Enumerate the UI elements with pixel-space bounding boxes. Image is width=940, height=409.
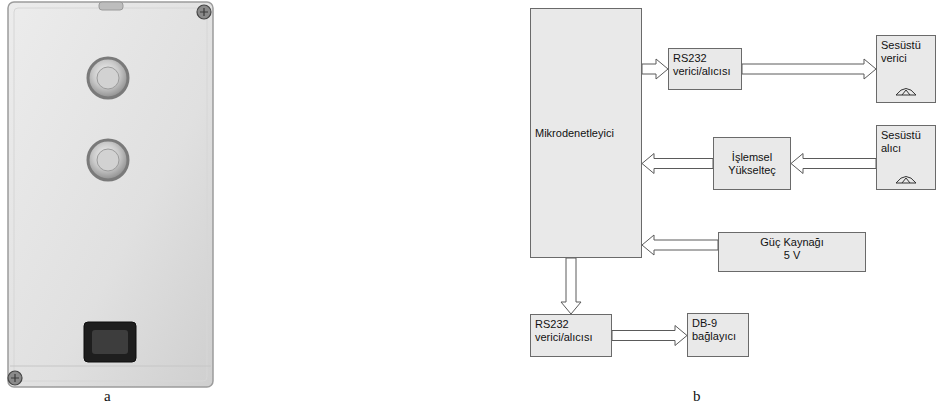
transceiver-box: RS232 verici/alıcısı bbox=[668, 48, 742, 90]
box-text: Sesüstü verici bbox=[881, 39, 931, 65]
box-text: RS232 verici/alıcısı bbox=[535, 318, 607, 344]
block-arrow bbox=[612, 326, 687, 346]
block-arrow bbox=[642, 154, 713, 174]
panel-letter: b bbox=[693, 388, 701, 405]
housing bbox=[8, 2, 213, 387]
screw bbox=[197, 5, 211, 19]
housing-rim bbox=[14, 8, 207, 381]
top-notch bbox=[99, 2, 123, 10]
connector-box: DB-9 bağlayıcı bbox=[687, 313, 749, 357]
box-text: İşlemsel Yükselteç bbox=[718, 151, 786, 177]
power-supply-box: Güç Kaynağı 5 V bbox=[718, 232, 866, 272]
receiver-box: Sesüstü alıcı bbox=[876, 125, 936, 190]
block-arrow bbox=[742, 59, 876, 79]
ultrasonic-symbol bbox=[896, 89, 916, 96]
box-text: Mikrodenetleyici bbox=[535, 127, 637, 140]
box-text: DB-9 bağlayıcı bbox=[692, 317, 744, 343]
housing-seam bbox=[10, 366, 211, 367]
block-arrow bbox=[791, 154, 876, 174]
transmitter-box: Sesüstü verici bbox=[876, 35, 936, 103]
block-arrow bbox=[642, 59, 668, 79]
ultrasonic-transducer bbox=[88, 58, 128, 98]
block-arrow bbox=[561, 258, 581, 314]
ultrasonic-transducer bbox=[88, 140, 128, 180]
box-text: Sesüstü alıcı bbox=[881, 129, 931, 155]
amplifier-box: İşlemsel Yükselteç bbox=[713, 137, 791, 190]
db9-connector bbox=[84, 322, 136, 362]
box-text: RS232 verici/alıcısı bbox=[673, 52, 737, 78]
box-text: Güç Kaynağı 5 V bbox=[756, 236, 828, 262]
transceiver-box: RS232 verici/alıcısı bbox=[530, 314, 612, 357]
ultrasonic-symbol bbox=[896, 177, 916, 184]
panel-letter: a bbox=[104, 388, 111, 405]
microcontroller-box: Mikrodenetleyici bbox=[530, 8, 642, 258]
screw bbox=[8, 371, 22, 385]
block-arrow bbox=[642, 235, 718, 255]
